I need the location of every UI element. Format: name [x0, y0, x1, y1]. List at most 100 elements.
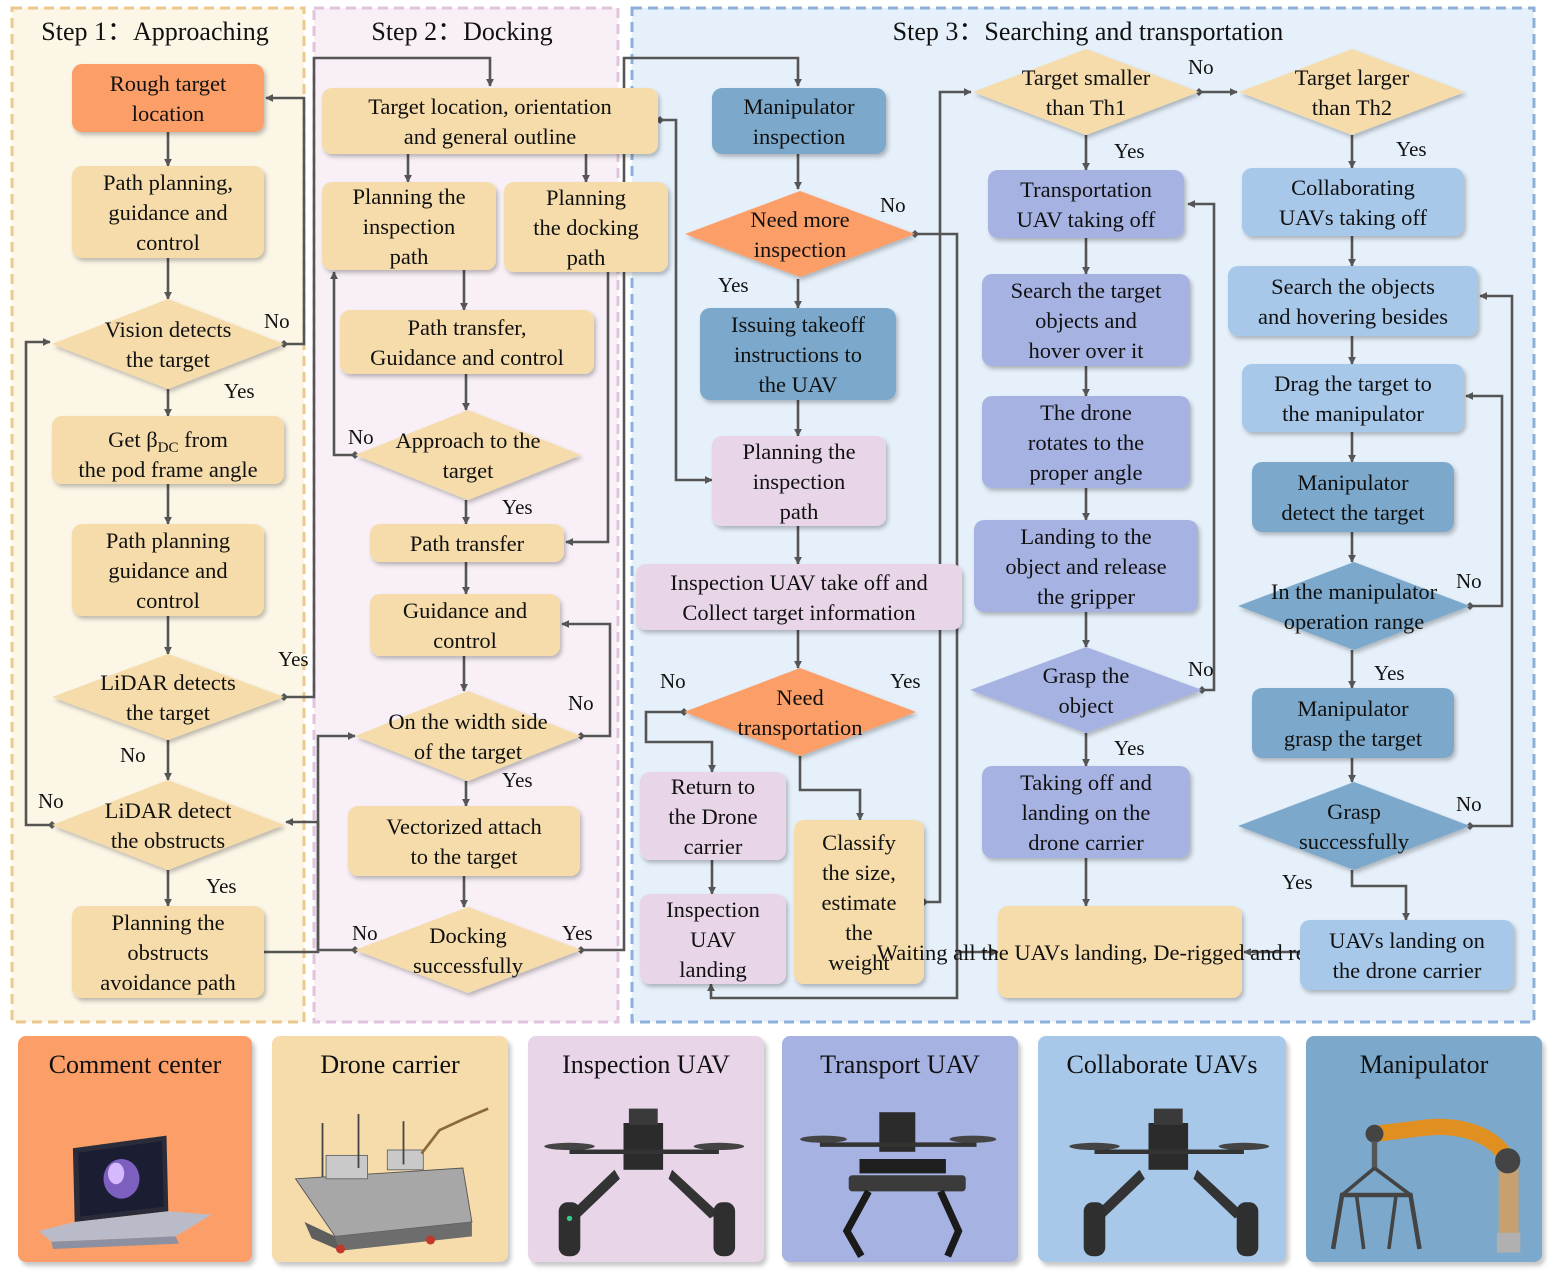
edge-label-yes: Yes — [1114, 139, 1145, 163]
node-text: Path transfer,Guidance and control — [370, 315, 564, 370]
edge-label-yes: Yes — [562, 921, 593, 945]
edge-label-no: No — [660, 669, 686, 693]
edge-label-no: No — [568, 691, 594, 715]
legend-card: Comment center — [18, 1036, 252, 1262]
connector-arrow — [280, 56, 494, 701]
step-title: Step 1：Approaching — [41, 17, 268, 46]
connector-arrow — [656, 116, 713, 484]
step1-panel — [10, 6, 306, 1024]
connector-arrow — [1187, 200, 1216, 694]
legend-title: Drone carrier — [320, 1050, 460, 1079]
edge-label-yes: Yes — [1396, 137, 1427, 161]
connector-arrow — [1466, 292, 1514, 830]
legend-title: Inspection UAV — [562, 1050, 730, 1079]
step-title: Step 2：Docking — [371, 17, 552, 46]
edge-label-yes: Yes — [1282, 870, 1313, 894]
edge-label-yes: Yes — [890, 669, 921, 693]
collaborate-uav-icon — [1038, 1096, 1286, 1263]
edge-label-yes: Yes — [224, 379, 255, 403]
legend-card: Inspection UAV — [528, 1036, 764, 1262]
edge-label-no: No — [1456, 792, 1482, 816]
legend-card: Collaborate UAVs — [1038, 1036, 1286, 1262]
legend-title: Comment center — [48, 1050, 222, 1079]
legend-title: Collaborate UAVs — [1066, 1050, 1258, 1079]
laptop-icon — [18, 1096, 252, 1263]
legend-card: Drone carrier — [272, 1036, 508, 1262]
legend-title: Manipulator — [1359, 1050, 1489, 1079]
edge-label-yes: Yes — [718, 273, 749, 297]
edge-label-no: No — [38, 789, 64, 813]
node-text: Path transfer — [410, 531, 525, 556]
step-title: Step 3：Searching and transportation — [893, 17, 1284, 46]
edge-label-no: No — [1188, 55, 1214, 79]
connector-arrow — [644, 708, 716, 773]
edge-label-yes: Yes — [206, 874, 237, 898]
edge-label-yes: Yes — [1374, 661, 1405, 685]
inspection-uav-icon — [528, 1096, 764, 1263]
legend-title: Transport UAV — [820, 1050, 980, 1079]
edge-label-yes: Yes — [502, 495, 533, 519]
connector-arrow — [316, 732, 359, 954]
transport-uav-icon — [782, 1096, 1018, 1263]
edge-label-yes: Yes — [1114, 736, 1145, 760]
connector-arrow — [24, 338, 56, 829]
